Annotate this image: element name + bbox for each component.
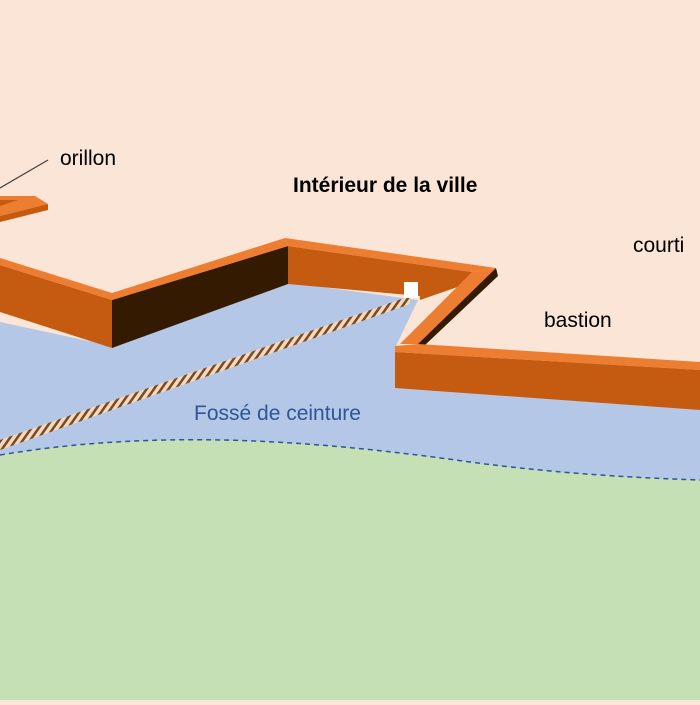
glacis-area — [0, 439, 700, 700]
rampart-mid-front — [288, 246, 472, 300]
courtine-label: courti — [633, 234, 684, 257]
rampart-left-front — [0, 265, 112, 348]
moat-label: Fossé de ceinture — [194, 402, 361, 425]
orillon-wall-inner — [0, 200, 18, 206]
interior-label: Intérieur de la ville — [293, 174, 477, 197]
orillon-label: orillon — [60, 147, 116, 170]
rampart-left-top — [0, 238, 288, 300]
bastion-flank-shadow — [418, 268, 498, 346]
bastion-flank-top — [400, 268, 496, 344]
gate-opening — [404, 282, 418, 298]
rampart-salient-shadow — [112, 246, 288, 348]
bastion-face-top — [395, 344, 700, 370]
bastion-face-front — [395, 352, 700, 410]
rampart-mid-top — [285, 238, 496, 272]
orillon-leader-line — [0, 159, 49, 189]
orillon-wall-front — [0, 204, 48, 222]
bridge — [0, 296, 410, 450]
bastion-label: bastion — [544, 309, 612, 332]
moat-edge-dashed — [0, 438, 700, 481]
